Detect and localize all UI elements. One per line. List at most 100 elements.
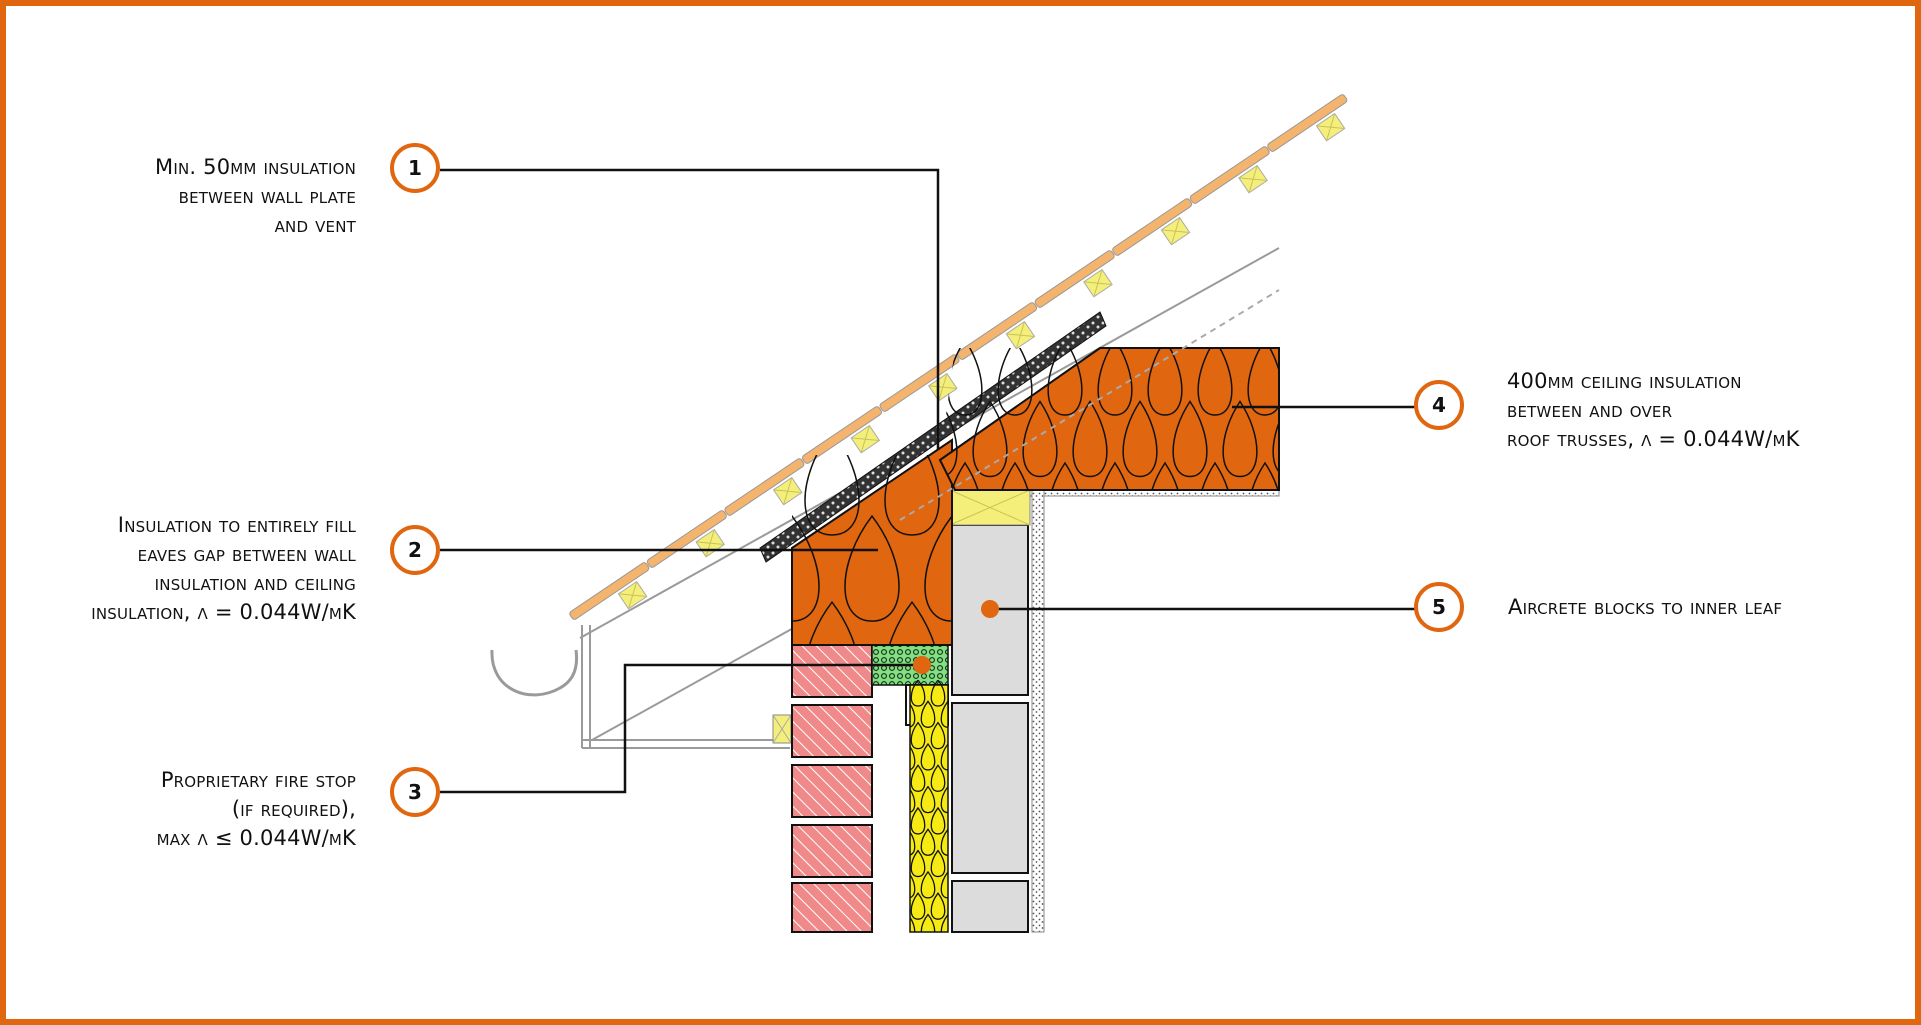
insulation-loop <box>930 806 946 835</box>
insulation-loop <box>940 828 948 856</box>
insulation-loop <box>1147 348 1183 416</box>
ceiling-insulation <box>938 347 1357 538</box>
insulation-loop <box>940 913 948 932</box>
insulation-loop <box>910 788 916 813</box>
insulation-loop <box>1222 400 1258 478</box>
insulation-loop <box>910 831 916 856</box>
insulation-loop <box>910 916 916 932</box>
insulation-loop <box>920 870 936 899</box>
insulation-loop <box>910 806 926 835</box>
insulation-loop <box>804 455 860 536</box>
roof-tile <box>1112 198 1193 256</box>
wall-plate <box>949 489 1031 526</box>
insulation-loop <box>891 808 905 834</box>
insulation-loop <box>930 764 946 792</box>
insulation-loop <box>884 455 940 536</box>
insulation-loop <box>1072 400 1108 478</box>
roof-tiles <box>569 94 1348 620</box>
insulation-loop <box>972 400 1008 478</box>
callout-label-3: Proprietary fire stop (if required), max… <box>156 768 356 850</box>
roof-tile <box>801 406 882 464</box>
roof-tile <box>879 354 960 412</box>
insulation-loop <box>910 703 916 728</box>
leader-dot-3 <box>913 656 931 674</box>
roof-tile <box>569 562 650 620</box>
insulation-loop <box>1247 348 1279 416</box>
svg-text:1: 1 <box>408 156 422 180</box>
roof-tile <box>1189 146 1270 204</box>
insulation-loop <box>997 348 1033 416</box>
insulation-loop <box>910 892 926 920</box>
roof-tile <box>1034 250 1115 308</box>
eaves-vent-strip <box>759 311 1107 563</box>
insulation-loop <box>792 514 820 622</box>
callout-badge-2: 2 <box>390 525 440 575</box>
insulation-loop <box>1272 400 1279 478</box>
insulation-loop <box>725 602 779 707</box>
insulation-loop <box>1022 400 1058 478</box>
insulation-loop <box>940 870 948 899</box>
callout-badge-3: 3 <box>390 767 440 817</box>
insulation-loop <box>910 764 926 792</box>
leader-3 <box>440 663 920 794</box>
insulation-loop <box>1097 348 1133 416</box>
roof-tile <box>1267 94 1348 152</box>
eaves-insulation <box>725 438 953 707</box>
insulation-loop <box>891 851 905 877</box>
leader-dot-5 <box>981 600 999 618</box>
roof-tile <box>957 302 1038 360</box>
insulation-loop <box>940 742 948 771</box>
insulation-loop <box>920 913 936 932</box>
insulation-loop <box>891 765 905 791</box>
leader-dots <box>913 600 999 674</box>
insulation-loop <box>1122 400 1158 478</box>
callout-label-4: 400mm ceiling insulation between and ove… <box>1507 369 1800 451</box>
roof-tile <box>724 458 805 516</box>
insulation-loop <box>1197 348 1233 416</box>
insulation-loop <box>920 828 936 856</box>
leader-lines <box>440 168 1416 794</box>
callout-badge-1: 1 <box>390 143 440 193</box>
insulation-loop <box>930 892 946 920</box>
brick-outer-leaf <box>791 644 873 933</box>
insulation-loop <box>1298 463 1332 538</box>
insulation-loop <box>910 680 926 707</box>
insulation-loop <box>940 700 948 728</box>
insulation-loop <box>920 742 936 771</box>
callout-label-5: Aircrete blocks to inner leaf <box>1508 595 1783 619</box>
insulation-loop <box>1323 402 1357 477</box>
cavity-wall-insulation <box>891 680 949 933</box>
aircrete-inner-leaf <box>951 524 1029 933</box>
callout-label-2: Insulation to entirely fill eaves gap be… <box>91 513 356 624</box>
insulation-loop <box>910 721 926 750</box>
soffit-batten <box>772 714 792 744</box>
insulation-loop <box>910 873 916 899</box>
insulation-loop <box>940 785 948 814</box>
insulation-loop <box>891 893 905 919</box>
svg-text:4: 4 <box>1432 393 1446 417</box>
insulation-loop <box>1172 400 1208 478</box>
insulation-loop <box>844 514 900 622</box>
callout-label-1: Min. 50mm insulation between wall plate … <box>155 155 356 237</box>
insulation-loop <box>920 785 936 814</box>
callout-badges: 1 2 3 4 5 <box>390 143 1464 817</box>
svg-text:5: 5 <box>1432 595 1446 619</box>
insulation-loop <box>920 700 936 728</box>
insulation-loop <box>930 721 946 750</box>
svg-text:2: 2 <box>408 538 422 562</box>
insulation-loop <box>940 400 958 478</box>
callout-badge-5: 5 <box>1414 582 1464 632</box>
insulation-loop <box>910 849 926 878</box>
insulation-loop <box>930 680 946 707</box>
svg-text:3: 3 <box>408 780 422 804</box>
callout-badge-4: 4 <box>1414 380 1464 430</box>
leader-1 <box>440 168 940 450</box>
insulation-loop <box>924 514 952 622</box>
insulation-loop <box>891 723 905 749</box>
truss-line <box>899 289 1280 521</box>
insulation-loop <box>930 849 946 878</box>
insulation-loop <box>910 745 916 771</box>
insulation-loop <box>1047 348 1083 416</box>
